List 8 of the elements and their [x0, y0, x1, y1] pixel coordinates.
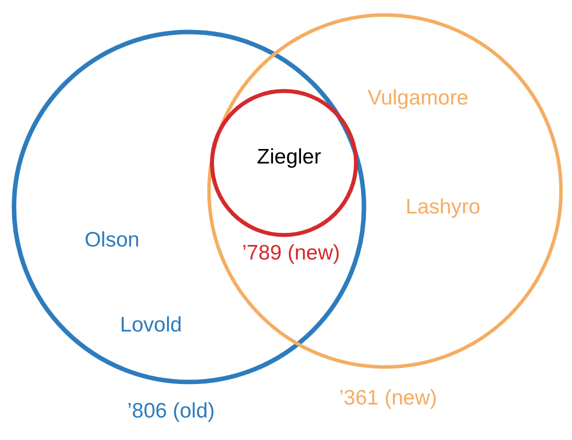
set-label: Lovold: [120, 313, 182, 337]
set-caption: ’361 (new): [338, 386, 438, 410]
set-caption: ’806 (old): [127, 399, 215, 423]
set-label: Vulgamore: [368, 86, 468, 110]
set-caption: ’789 (new): [242, 241, 340, 265]
set-label: Ziegler: [256, 145, 322, 169]
set-label: Lashyro: [406, 195, 480, 219]
set-label: Olson: [84, 228, 140, 252]
